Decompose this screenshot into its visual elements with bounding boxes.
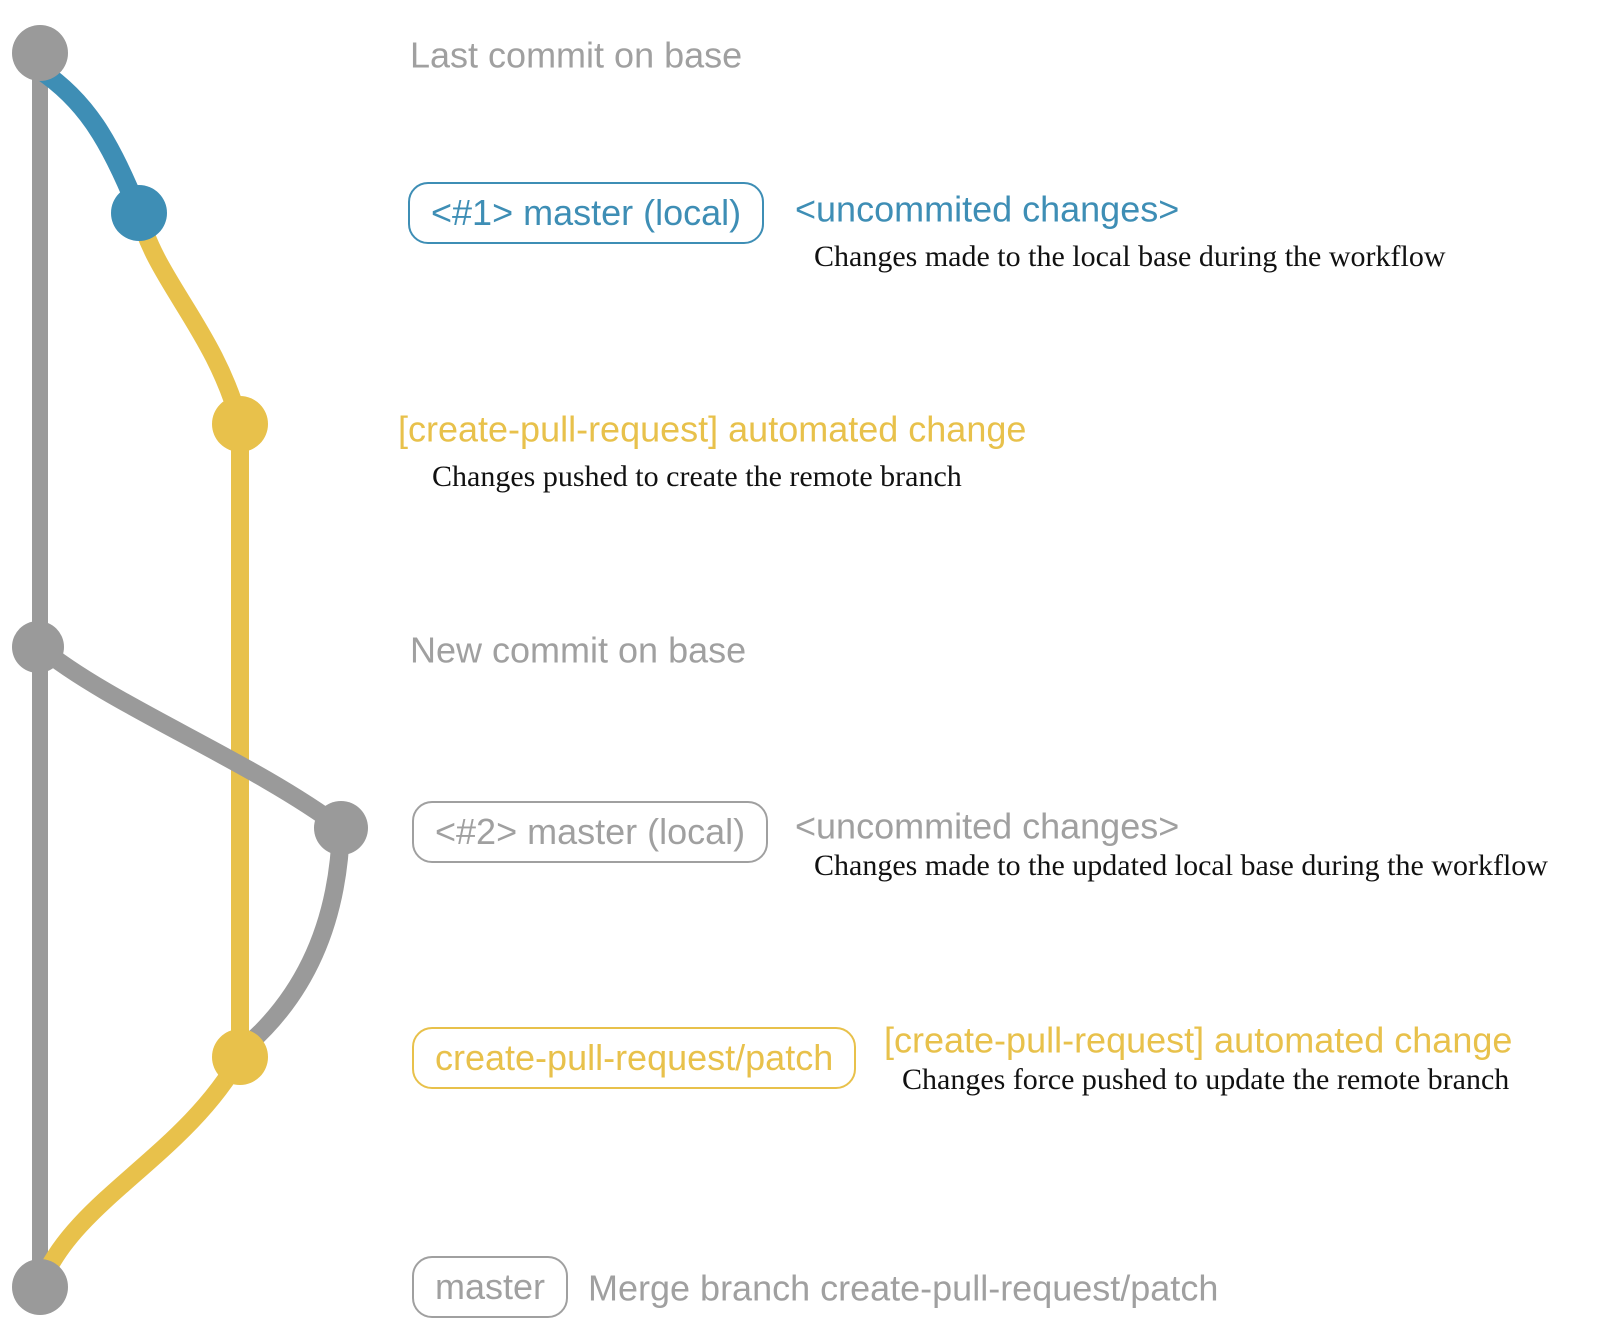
badge-master-merged: master [412,1256,569,1318]
edge-merge-to-base [33,1048,249,1291]
commit-node-local-2 [314,801,368,855]
edge-patch-branch-create [130,204,249,433]
commit-node-last-base [12,25,68,81]
detail-local-changes-1: Changes made to the local base during th… [814,239,1446,273]
badge-master-local-2: <#2> master (local) [412,801,769,863]
commit-node-new-base [12,621,64,673]
note-uncommited-changes-2: <uncommited changes> [795,805,1180,847]
badge-master-local-1: <#1> master (local) [408,182,765,244]
label-merge-branch: Merge branch create-pull-request/patch [588,1267,1219,1309]
detail-force-pushed-update: Changes force pushed to update the remot… [902,1062,1510,1096]
note-automated-change-1: [create-pull-request] automated change [398,408,1027,450]
label-new-commit-on-base: New commit on base [410,629,747,671]
badge-patch-branch: create-pull-request/patch [412,1027,857,1089]
label-last-commit-on-base: Last commit on base [410,34,743,76]
commit-node-local-1 [111,185,167,241]
note-automated-change-2: [create-pull-request] automated change [884,1019,1513,1061]
edge-rebase-to-patch [235,819,350,1057]
note-uncommited-changes-1: <uncommited changes> [795,188,1180,230]
commit-node-patch-1 [212,396,268,452]
detail-pushed-create-remote: Changes pushed to create the remote bran… [432,459,962,493]
detail-local-changes-2: Changes made to the updated local base d… [814,848,1548,882]
commit-node-patch-2 [212,1029,268,1085]
edge-local-commit-2 [31,638,350,837]
commit-node-merge [12,1259,68,1315]
